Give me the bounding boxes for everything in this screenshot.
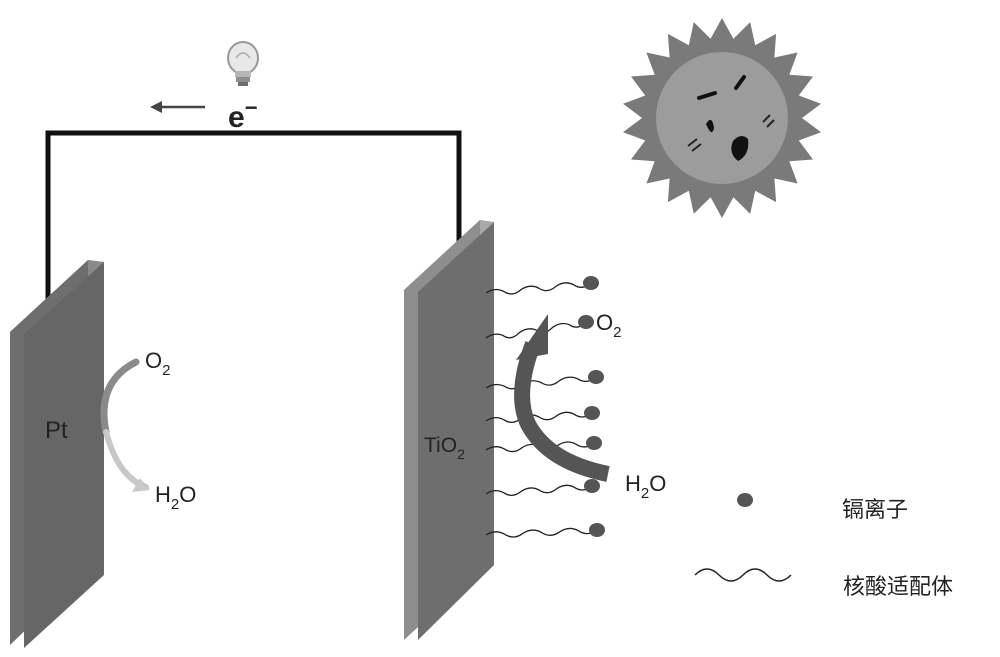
legend-ion-label: 镉离子 xyxy=(842,498,908,523)
electron-label: e− xyxy=(228,95,258,134)
legend-aptamer-label: 核酸适配体 xyxy=(843,575,953,600)
tio2-reaction-arrow xyxy=(514,314,610,482)
pt-electrode-label: Pt xyxy=(45,417,68,444)
pt-reactant-label: O2 xyxy=(145,348,170,379)
aptamer-strand xyxy=(485,527,598,538)
legend: 镉离子 核酸适配体 xyxy=(694,493,953,600)
aptamer-strand xyxy=(485,282,592,295)
aptamer-strand xyxy=(485,321,587,339)
aptamer-strand xyxy=(485,484,593,496)
cadmium-ion xyxy=(584,479,600,493)
electron-flow-arrow xyxy=(150,101,205,113)
cadmium-ion xyxy=(586,436,602,450)
cadmium-ion xyxy=(589,523,605,537)
cadmium-ion xyxy=(588,370,604,384)
tio2-electrode-label: TiO2 xyxy=(424,434,465,462)
circuit-wire xyxy=(45,130,462,300)
tio2-electrode xyxy=(404,220,494,640)
legend-aptamer-marker xyxy=(694,568,792,582)
aptamer-strand xyxy=(485,376,597,390)
aptamer-strand xyxy=(485,411,593,423)
cadmium-ion xyxy=(584,406,600,420)
pt-electrode xyxy=(10,260,104,648)
cadmium-ion xyxy=(583,276,599,290)
pt-reaction-arrow xyxy=(100,358,150,492)
sun-icon xyxy=(623,18,821,218)
pt-product-label: H2O xyxy=(155,482,196,513)
light-bulb-icon xyxy=(227,41,259,86)
legend-ion-marker xyxy=(737,493,753,507)
cadmium-ion xyxy=(578,315,594,329)
tio2-product-label: O2 xyxy=(596,310,621,341)
tio2-reactant-label: H2O xyxy=(625,471,666,502)
aptamer-group xyxy=(485,276,605,538)
